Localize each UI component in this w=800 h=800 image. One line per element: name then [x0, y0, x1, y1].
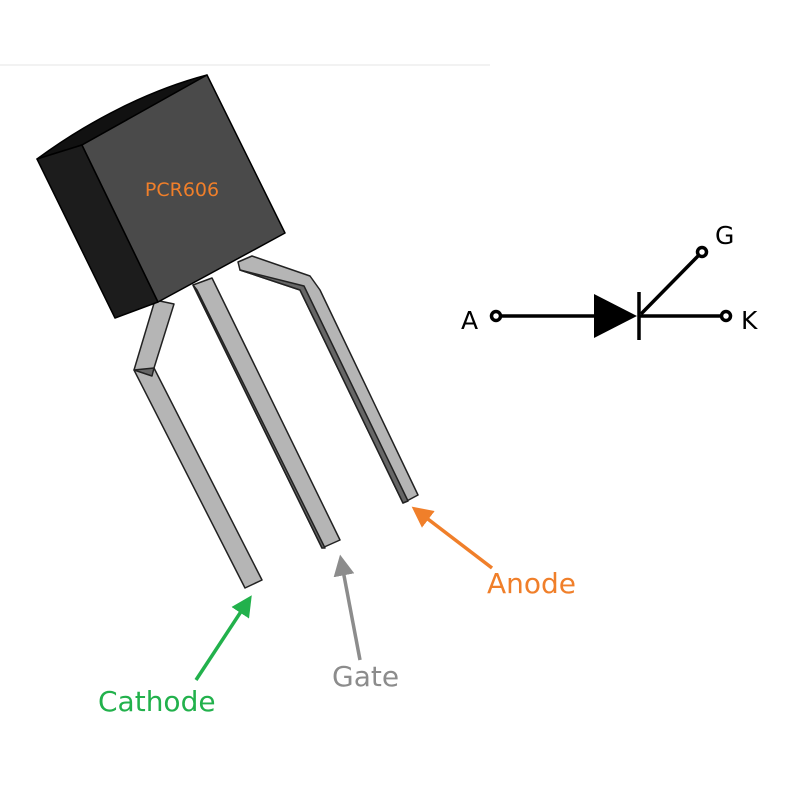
gate-arrow: [333, 554, 362, 661]
cathode-label: Cathode: [98, 685, 216, 718]
scr-schematic-symbol: [489, 245, 733, 340]
to92-package-body: [36, 74, 286, 319]
symbol-cathode-terminal: K: [741, 306, 758, 335]
cathode-arrow: [194, 595, 252, 681]
anode-arrow: [411, 506, 494, 570]
part-number-label: PCR606: [145, 179, 219, 201]
lead-anode: [237, 255, 419, 504]
anode-label: Anode: [487, 567, 576, 600]
lead-gate: [192, 277, 341, 549]
gate-label: Gate: [332, 660, 399, 693]
symbol-anode-terminal: A: [461, 306, 478, 335]
lead-cathode: [133, 299, 263, 589]
symbol-gate-terminal: G: [715, 221, 734, 250]
